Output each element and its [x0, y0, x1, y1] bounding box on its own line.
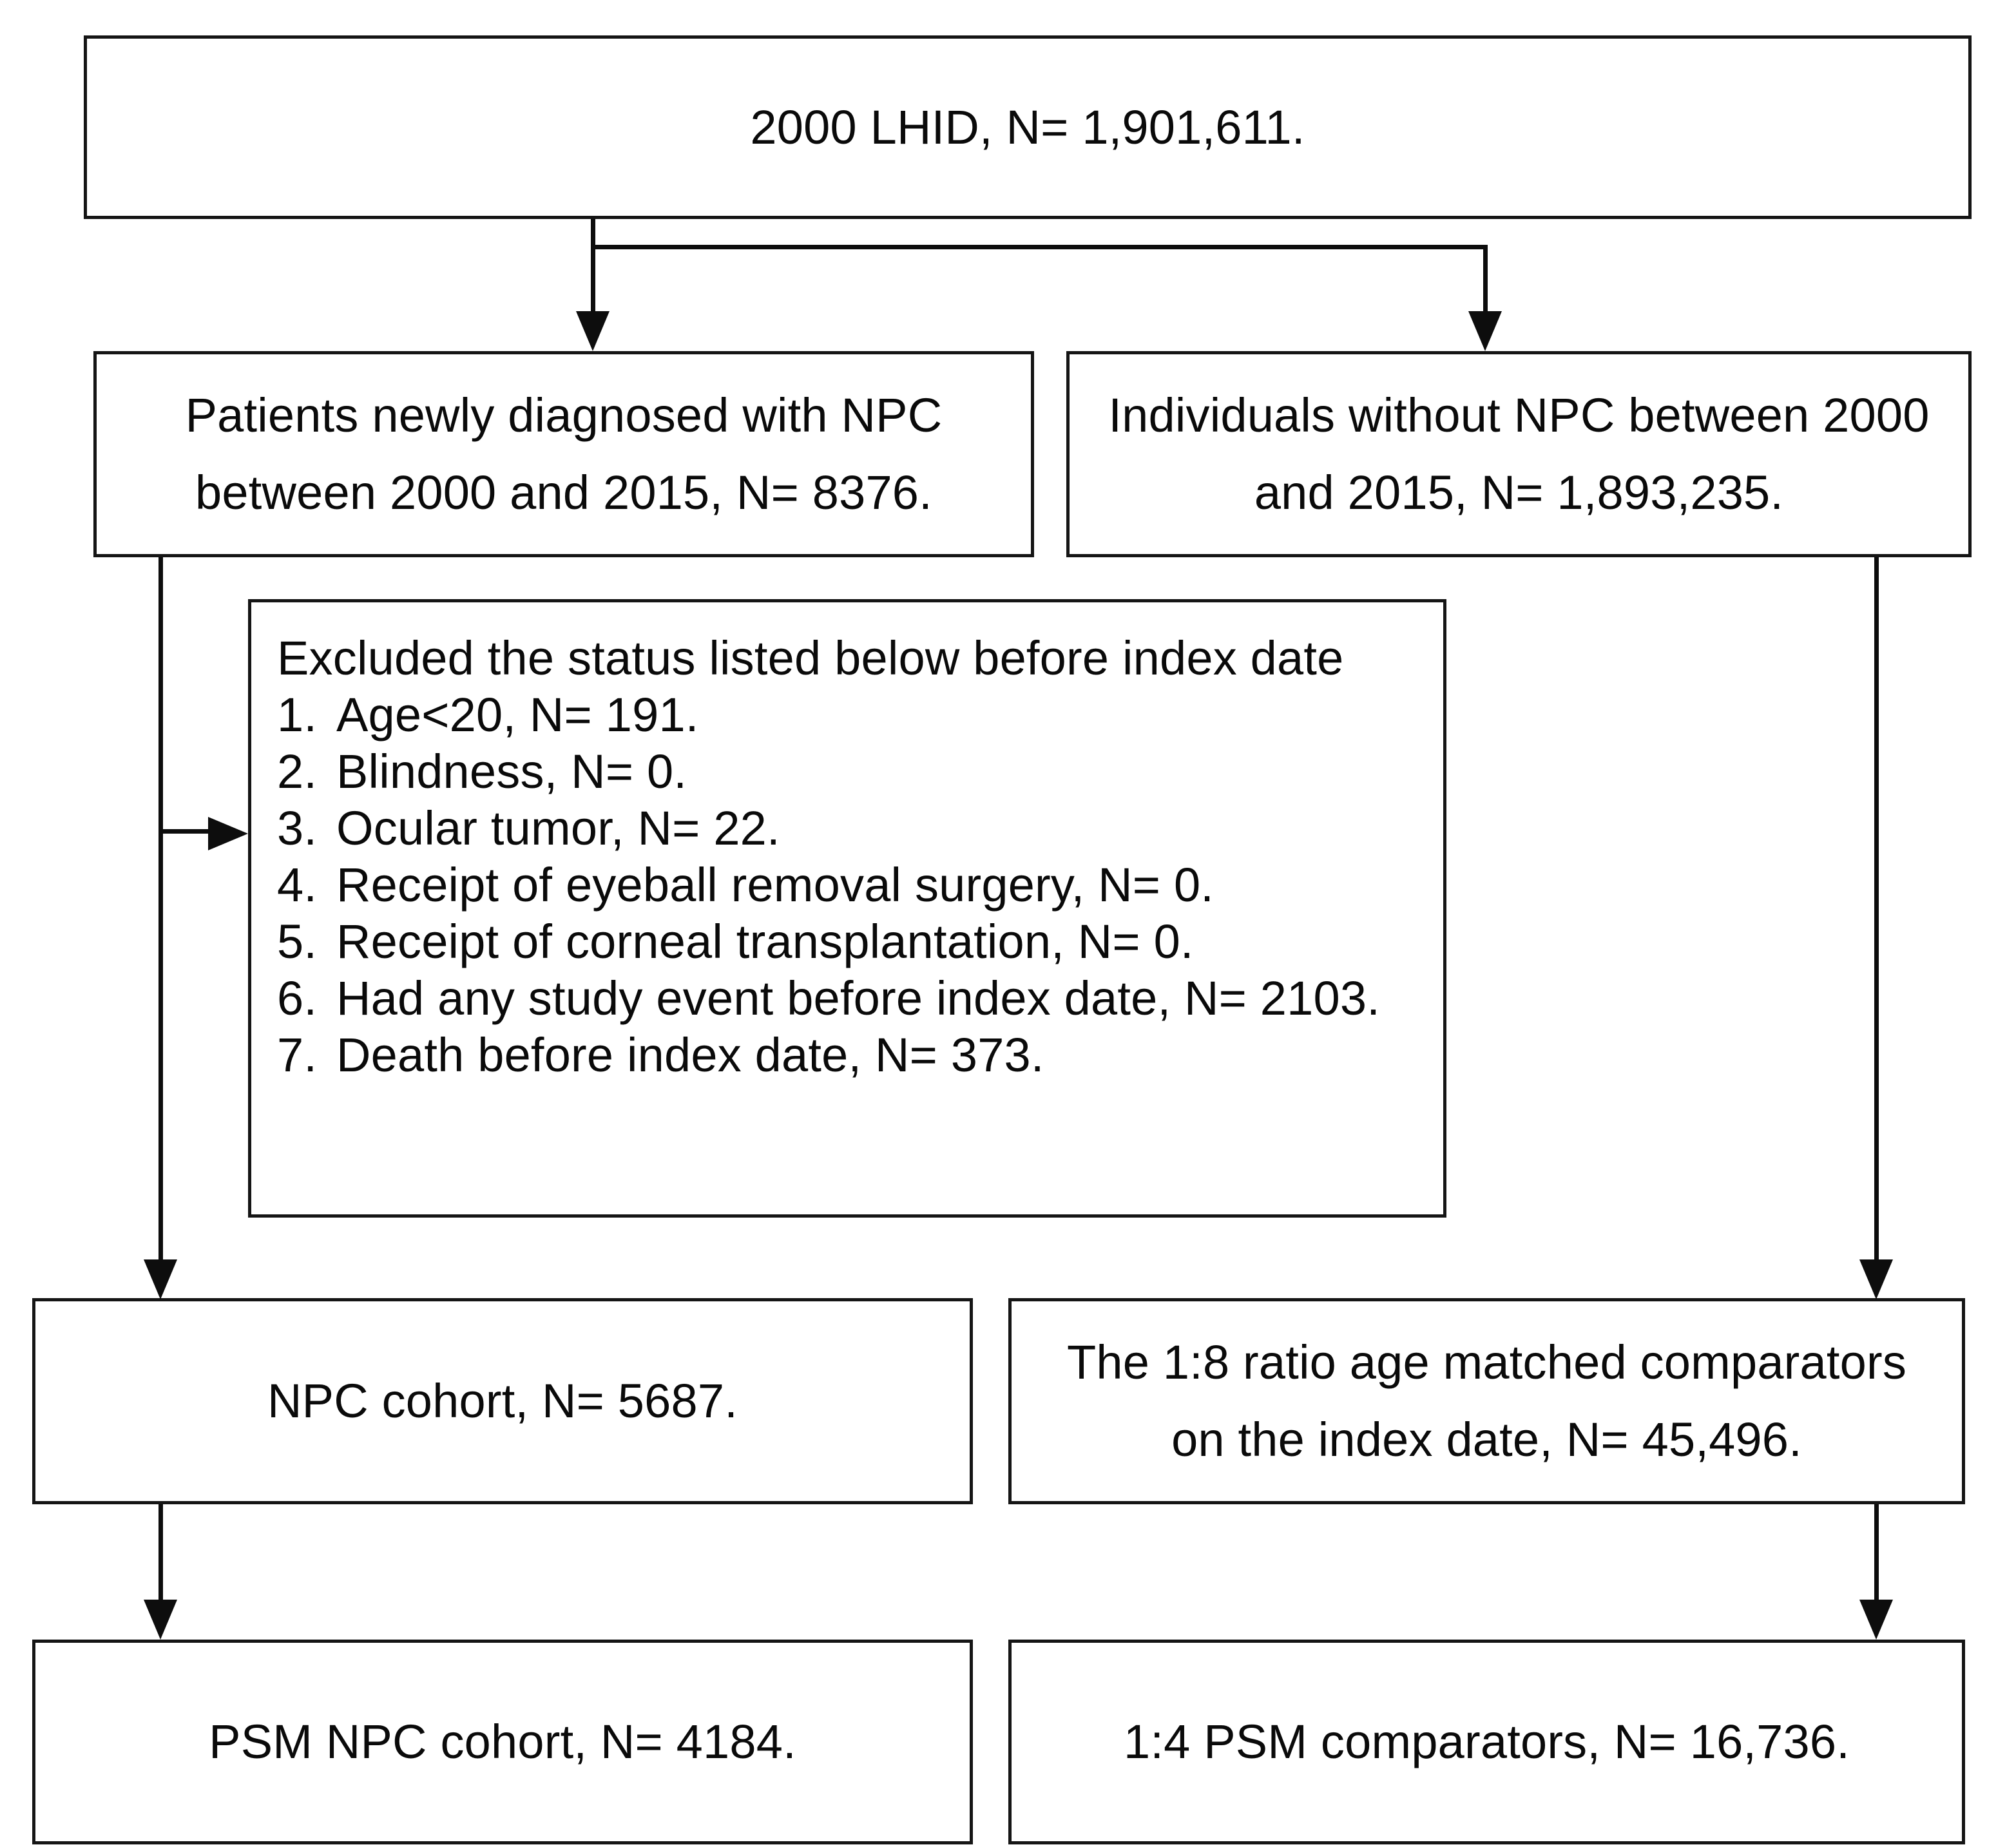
arrowhead-to-non-npc	[1468, 311, 1502, 351]
exclusion-item-number: 2.	[277, 745, 318, 798]
exclusion-item-label: Death before index date, N= 373.	[336, 1028, 1044, 1082]
arrowhead-to-psm-npc-cohort	[144, 1600, 177, 1640]
exclusion-item: 2. Blindness, N= 0.	[277, 748, 1417, 796]
exclusion-item-label: Receipt of eyeball removal surgery, N= 0…	[336, 858, 1214, 912]
exclusion-item-label: Receipt of corneal transplantation, N= 0…	[336, 915, 1194, 968]
arrowhead-to-npc	[576, 311, 610, 351]
connector-to-exclusions	[158, 829, 210, 834]
node-psm-comparators: 1:4 PSM comparators, N= 16,736.	[1008, 1640, 1965, 1844]
exclusion-item-label: Age<20, N= 191.	[336, 688, 699, 742]
exclusion-item-number: 7.	[277, 1028, 318, 1082]
exclusion-criteria-list: 1. Age<20, N= 191. 2. Blindness, N= 0. 3…	[277, 691, 1417, 1079]
arrowhead-to-comparators	[1859, 1259, 1893, 1299]
node-psm-npc-cohort-label: PSM NPC cohort, N= 4184.	[209, 1715, 796, 1769]
exclusion-item-number: 3.	[277, 801, 318, 855]
node-npc-cohort: NPC cohort, N= 5687.	[32, 1298, 973, 1504]
exclusion-item-label: Blindness, N= 0.	[336, 745, 687, 798]
exclusion-item: 4. Receipt of eyeball removal surgery, N…	[277, 861, 1417, 909]
exclusion-item: 7. Death before index date, N= 373.	[277, 1031, 1417, 1079]
arrowhead-to-exclusions	[208, 817, 248, 850]
node-individuals-without-npc-label: Individuals without NPC between 2000 and…	[1108, 388, 1930, 519]
connector-comparators-to-psm	[1874, 1504, 1879, 1601]
exclusion-criteria-heading: Excluded the status listed below before …	[277, 631, 1344, 685]
node-source-population-label: 2000 LHID, N= 1,901,611.	[750, 100, 1305, 154]
exclusion-item-number: 5.	[277, 915, 318, 968]
exclusion-item-label: Ocular tumor, N= 22.	[336, 801, 780, 855]
node-exclusion-criteria: Excluded the status listed below before …	[248, 599, 1446, 1218]
connector-source-stem	[591, 219, 595, 248]
node-source-population: 2000 LHID, N= 1,901,611.	[84, 35, 1972, 219]
exclusion-item-number: 4.	[277, 858, 318, 912]
connector-to-non-npc	[1483, 245, 1488, 312]
exclusion-item: 3. Ocular tumor, N= 22.	[277, 805, 1417, 852]
node-matched-comparators-label: The 1:8 ratio age matched comparators on…	[1066, 1335, 1907, 1466]
connector-split-bar	[591, 245, 1488, 249]
node-psm-comparators-label: 1:4 PSM comparators, N= 16,736.	[1123, 1715, 1850, 1769]
arrowhead-to-npc-cohort	[144, 1259, 177, 1299]
exclusion-criteria-body: Excluded the status listed below before …	[251, 602, 1443, 1079]
connector-npc-cohort-to-psm	[158, 1504, 163, 1601]
exclusion-item: 1. Age<20, N= 191.	[277, 691, 1417, 739]
node-npc-cohort-label: NPC cohort, N= 5687.	[267, 1374, 738, 1428]
connector-npc-to-npc-cohort	[158, 557, 163, 1261]
exclusion-item-number: 1.	[277, 688, 318, 742]
node-individuals-without-npc: Individuals without NPC between 2000 and…	[1066, 351, 1972, 557]
exclusion-item-label: Had any study event before index date, N…	[336, 971, 1380, 1025]
exclusion-item: 6. Had any study event before index date…	[277, 975, 1417, 1022]
connector-to-npc	[591, 245, 595, 312]
arrowhead-to-psm-comparators	[1859, 1600, 1893, 1640]
node-matched-comparators: The 1:8 ratio age matched comparators on…	[1008, 1298, 1965, 1504]
node-npc-newly-diagnosed-label: Patients newly diagnosed with NPC betwee…	[185, 388, 943, 519]
node-psm-npc-cohort: PSM NPC cohort, N= 4184.	[32, 1640, 973, 1844]
exclusion-item-number: 6.	[277, 971, 318, 1025]
node-npc-newly-diagnosed: Patients newly diagnosed with NPC betwee…	[93, 351, 1034, 557]
exclusion-item: 5. Receipt of corneal transplantation, N…	[277, 918, 1417, 966]
connector-non-npc-to-comparators	[1874, 557, 1879, 1261]
